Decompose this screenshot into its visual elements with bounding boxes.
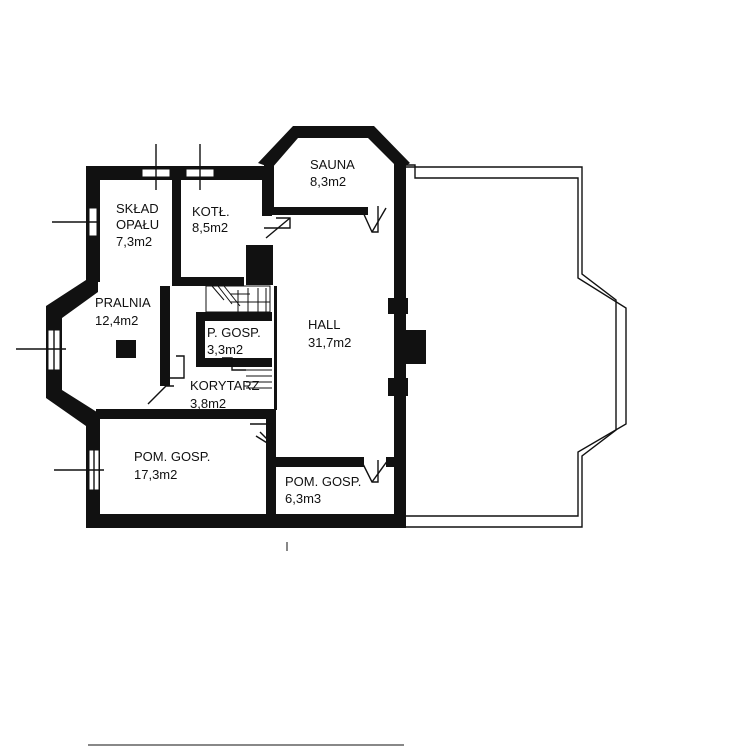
window-top-1: [141, 144, 171, 190]
label-sauna-name: SAUNA: [310, 157, 355, 172]
label-sklad-name-2: OPAŁU: [116, 217, 159, 232]
label-kotl-area: 8,5m2: [192, 220, 228, 235]
label-pgosp-name: P. GOSP.: [207, 325, 261, 340]
label-kotl-name: KOTŁ.: [192, 204, 230, 219]
window-left-store: [52, 207, 100, 237]
label-pomgosp2-name: POM. GOSP.: [285, 474, 361, 489]
label-pralnia-name: PRALNIA: [95, 295, 151, 310]
walls: [46, 126, 426, 528]
label-pgosp-area: 3,3m2: [207, 342, 243, 357]
label-pomgosp1-area: 17,3m2: [134, 467, 177, 482]
window-left-pralnia: [16, 329, 66, 371]
label-sklad-name-1: SKŁAD: [116, 201, 159, 216]
label-sklad-area: 7,3m2: [116, 234, 152, 249]
label-hall-name: HALL: [308, 317, 341, 332]
label-pomgosp1-name: POM. GOSP.: [134, 449, 210, 464]
label-sauna-area: 8,3m2: [310, 174, 346, 189]
window-top-2: [185, 144, 215, 190]
label-korytarz-area: 3,8m2: [190, 396, 226, 411]
terrace-outline: [404, 164, 627, 528]
label-pomgosp2-area: 6,3m3: [285, 491, 321, 506]
windows: [16, 144, 215, 491]
label-hall-area: 31,7m2: [308, 335, 351, 350]
label-pralnia-area: 12,4m2: [95, 313, 138, 328]
doors: [147, 206, 389, 483]
label-korytarz-name: KORYTARZ: [190, 378, 260, 393]
chimney-block: [116, 340, 136, 358]
stairs: [205, 285, 272, 389]
window-left-pomgosp: [54, 449, 104, 491]
